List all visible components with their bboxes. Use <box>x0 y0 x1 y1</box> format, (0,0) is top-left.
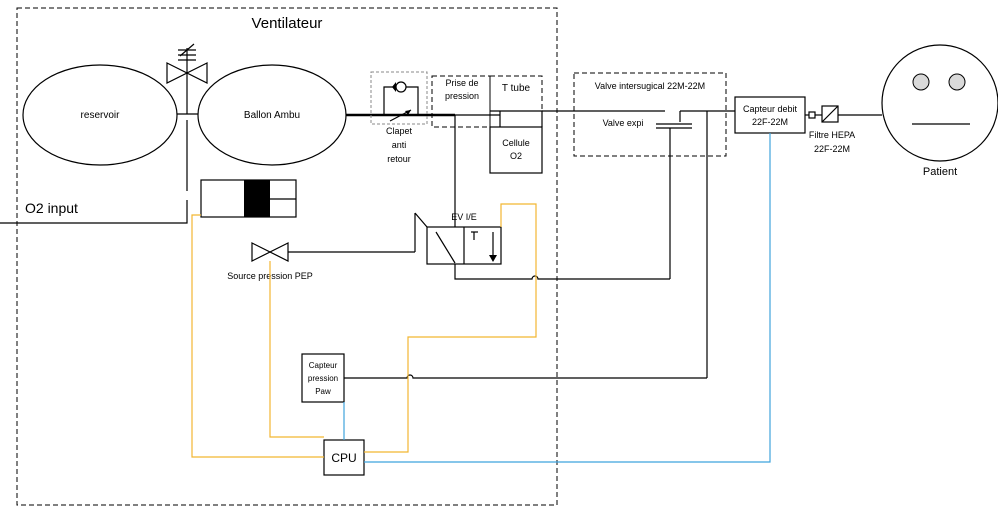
capteur-paw-label-2: pression <box>308 374 338 383</box>
ev-ie-valve <box>414 212 502 265</box>
cellule-label-2: O2 <box>510 151 522 161</box>
capteur-paw-label-1: Capteur <box>309 361 338 370</box>
reservoir <box>22 64 178 166</box>
o2-input-label: O2 input <box>25 200 78 216</box>
check-valve-icon <box>383 81 419 122</box>
t-tube-shape <box>490 110 543 127</box>
valve-intersurgical-label: Valve intersugical 22M-22M <box>595 81 705 91</box>
clapet-anti-retour-box <box>370 71 428 125</box>
ev-signal-wire <box>364 203 537 453</box>
capteur-debit <box>734 96 806 134</box>
cpu <box>323 439 365 476</box>
filtre-label-2: 22F-22M <box>814 144 850 154</box>
prise-label-1: Prise de <box>445 78 478 88</box>
cellule-o2 <box>489 126 543 174</box>
clapet-label-2: anti <box>392 140 407 150</box>
debit-to-cpu-wire <box>364 133 771 463</box>
clapet-label-1: Clapet <box>386 126 413 136</box>
ev-to-valve-expi-line <box>454 264 670 280</box>
capteur-debit-label-2: 22F-22M <box>752 117 788 127</box>
piston-actuator <box>200 179 297 218</box>
o2-input-line <box>0 120 188 224</box>
source-pep-icon <box>251 242 415 262</box>
ballon-ambu-label: Ballon Ambu <box>244 110 300 121</box>
cpu-label: CPU <box>331 451 356 465</box>
filtre-label-1: Filtre HEPA <box>809 130 855 140</box>
patient-face <box>881 44 998 162</box>
valve-intersurgical-box <box>573 72 727 157</box>
filtre-hepa-icon <box>805 105 882 123</box>
prise-label-2: pression <box>445 91 479 101</box>
capteur-paw-label-3: Paw <box>315 387 331 396</box>
ev-ie-label: EV I/E <box>451 212 477 222</box>
clapet-label-3: retour <box>387 154 411 164</box>
piston-signal-wire <box>191 214 324 458</box>
pep-signal-wire <box>269 261 324 438</box>
capteur-debit-label-1: Capteur debit <box>743 104 798 114</box>
paw-line <box>344 374 707 379</box>
reservoir-label: reservoir <box>81 110 121 121</box>
cellule-label-1: Cellule <box>502 138 530 148</box>
o2-valve-icon <box>166 43 208 114</box>
ventilateur-title: Ventilateur <box>252 15 323 32</box>
valve-expi-icon <box>650 110 735 279</box>
valve-expi-label: Valve expi <box>603 118 644 128</box>
patient-label: Patient <box>923 166 957 178</box>
t-tube-label: T tube <box>502 83 531 94</box>
ventilateur-enclosure <box>16 7 558 506</box>
